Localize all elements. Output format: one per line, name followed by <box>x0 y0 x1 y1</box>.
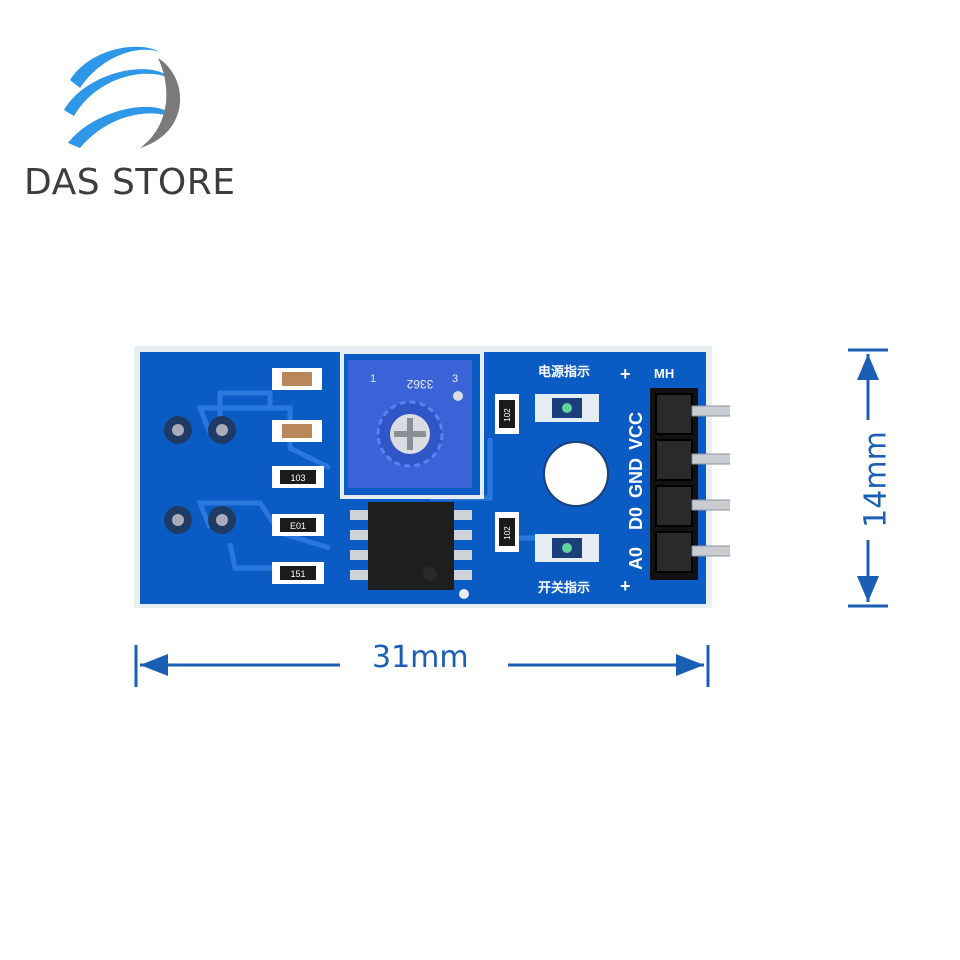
pin-header <box>650 388 698 580</box>
power-led-label: 电源指示 <box>538 364 590 379</box>
header-label: MH <box>654 366 674 381</box>
smd-resistor-1: 103 <box>272 466 324 488</box>
svg-text:3362: 3362 <box>406 377 433 391</box>
pin-label-d0: D0 <box>626 507 646 530</box>
ic-chip <box>350 502 472 599</box>
svg-text:151: 151 <box>290 569 305 579</box>
power-plus-sign: + <box>620 364 631 384</box>
smd-resistor-2: E01 <box>272 514 324 536</box>
mounting-hole <box>543 441 609 507</box>
logo-blue-swoosh-bottom <box>68 106 175 148</box>
pin-label-a0: A0 <box>626 547 646 570</box>
power-led <box>535 394 599 422</box>
svg-text:103: 103 <box>290 473 305 483</box>
switch-led <box>535 534 599 562</box>
width-label: 31mm <box>372 640 469 675</box>
pcb-pads <box>164 416 236 534</box>
svg-text:E01: E01 <box>290 521 306 531</box>
svg-text:102: 102 <box>503 526 512 540</box>
svg-text:3: 3 <box>452 373 458 385</box>
pcb-traces <box>196 390 563 571</box>
pin-label-gnd: GND <box>626 458 646 498</box>
smd-resistor-5: 102 <box>495 512 519 552</box>
smd-resistor-4: 102 <box>495 394 519 434</box>
swoosh-logo-icon <box>64 46 181 148</box>
logo-blue-swoosh-top <box>70 46 160 88</box>
svg-text:1: 1 <box>370 373 376 385</box>
brand-name: DAS STORE <box>24 162 236 203</box>
pin-label-vcc: VCC <box>626 412 646 450</box>
height-label: 14mm <box>858 431 894 528</box>
header-pins <box>691 405 730 557</box>
logo-gray-arc <box>140 58 181 148</box>
switch-led-label: 开关指示 <box>538 580 590 595</box>
potentiometer: 3362 1 3 <box>340 350 484 499</box>
logo-blue-swoosh-middle <box>64 69 170 116</box>
svg-text:102: 102 <box>503 408 512 422</box>
smd-capacitors <box>272 368 322 442</box>
smd-resistor-3: 151 <box>272 562 324 584</box>
switch-plus-sign: + <box>620 576 631 596</box>
sensor-module-board: 103 E01 151 3362 1 3 102 <box>134 346 730 608</box>
